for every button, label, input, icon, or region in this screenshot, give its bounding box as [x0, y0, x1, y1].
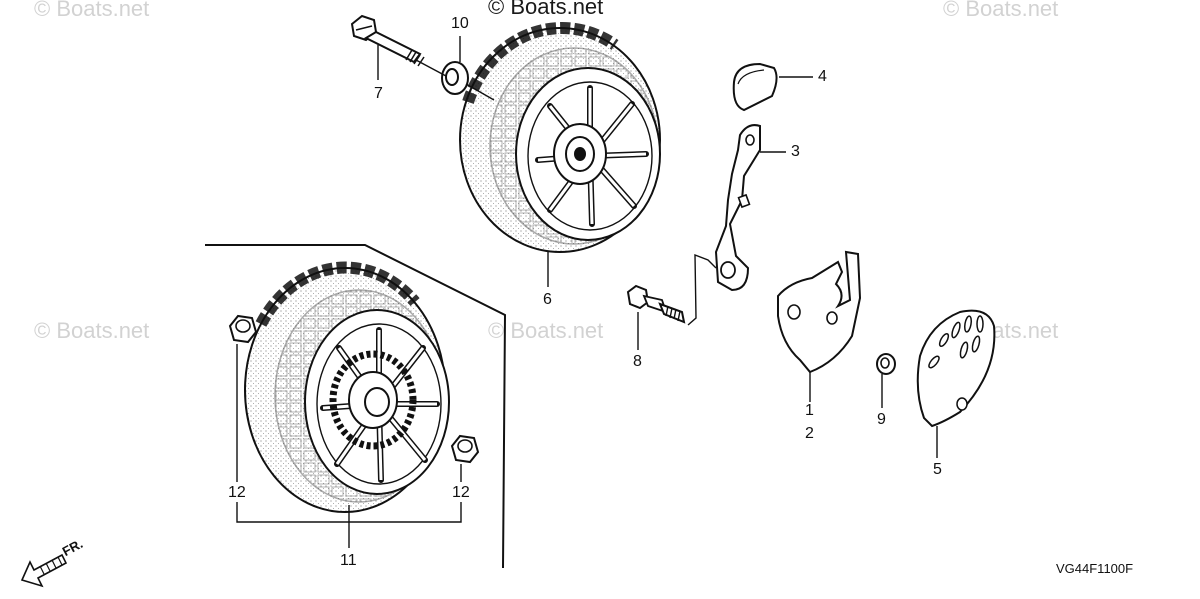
watermark: © Boats.net — [488, 0, 604, 19]
callout-9: 9 — [877, 411, 886, 428]
cap — [732, 62, 778, 112]
wheel-bolt — [350, 14, 425, 67]
leader-lines — [236, 36, 938, 548]
front-direction-arrow — [20, 553, 68, 588]
height-lever-plate — [714, 124, 761, 292]
hub-cap — [916, 309, 996, 428]
washer — [441, 61, 469, 95]
callout-4: 4 — [818, 68, 827, 85]
callout-6: 6 — [543, 291, 552, 308]
bolt-guide-line — [687, 253, 717, 326]
callout-11: 11 — [340, 552, 357, 569]
callout-12-left: 12 — [228, 484, 246, 501]
front-wheel — [244, 261, 450, 513]
callout-1: 1 — [805, 402, 814, 419]
collar — [876, 353, 896, 375]
callout-2: 2 — [805, 425, 814, 442]
wheel-nut-right — [450, 434, 480, 464]
callout-5: 5 — [933, 461, 942, 478]
watermark: © Boats.net — [34, 318, 150, 343]
callout-7: 7 — [374, 85, 383, 102]
diagram-code: VG44F1100F — [1056, 561, 1134, 576]
watermark: © Boats.net — [34, 0, 150, 21]
lever-bolt — [626, 284, 686, 324]
section-frame-line — [205, 244, 507, 569]
rear-wheel — [459, 22, 661, 253]
wheel-nut-left — [228, 314, 258, 344]
callout-3: 3 — [791, 143, 800, 160]
callout-8: 8 — [633, 353, 642, 370]
watermark: © Boats.net — [488, 318, 604, 343]
callout-12-right: 12 — [452, 484, 470, 501]
watermark: © Boats.net — [943, 0, 1059, 21]
callout-10: 10 — [451, 15, 469, 32]
bracket — [777, 250, 862, 374]
